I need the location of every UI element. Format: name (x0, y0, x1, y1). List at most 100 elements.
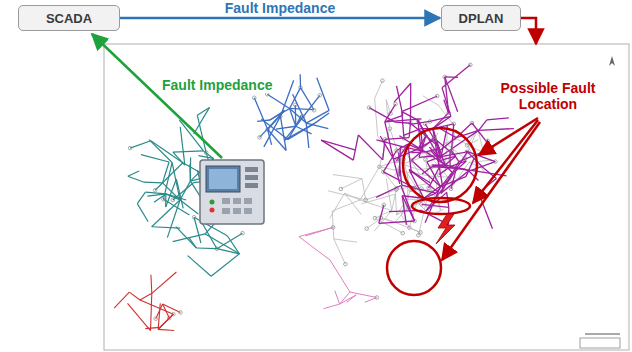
feeder-line (393, 159, 399, 184)
map-frame (104, 44, 629, 350)
feeder-line (353, 135, 358, 160)
feeder-line (285, 117, 304, 141)
feeder-line (190, 157, 191, 181)
device-key (222, 198, 230, 204)
feeder-line (335, 291, 340, 304)
box-label: DPLAN (451, 11, 512, 26)
feeder-line (299, 227, 333, 236)
feeder-line (299, 237, 330, 260)
fault-ellipse (412, 198, 470, 214)
feeder-line (365, 298, 377, 303)
device-key (222, 208, 230, 214)
substation-symbol (365, 227, 369, 231)
substation-symbol (241, 231, 245, 235)
feeder-line (315, 113, 330, 123)
device-key (233, 208, 241, 214)
substation-symbol (394, 102, 398, 106)
feeder-line (358, 135, 382, 160)
red-pointer-arrow (473, 120, 538, 203)
feeder-line (431, 150, 452, 172)
feeder-line (295, 105, 297, 126)
substation-symbol (318, 94, 322, 98)
map-legend-box (580, 338, 620, 348)
feeder-line (451, 124, 453, 152)
substation-symbol (153, 188, 157, 192)
flow-label: Fault Impedance (160, 77, 274, 93)
feeder-line (285, 123, 315, 140)
feeder-line (437, 154, 443, 189)
data-flow-arrow (120, 17, 440, 20)
feeder-line (321, 140, 353, 160)
feeder-line (280, 80, 293, 116)
feeder-line (194, 107, 210, 134)
feeder-line (411, 151, 425, 153)
device-body (200, 160, 264, 224)
edge-label: Fault Impedance (223, 0, 337, 16)
feeder-line (379, 205, 384, 224)
substation-symbol (401, 231, 405, 235)
feeder-line (158, 314, 173, 329)
feeder-line (333, 175, 362, 179)
substation-symbol (301, 115, 305, 119)
feeder-line (189, 164, 191, 181)
feeder-line (399, 152, 402, 185)
feeder-line (301, 88, 315, 111)
feeder-line (227, 236, 239, 254)
device-screen (206, 166, 240, 192)
device-led (210, 200, 215, 205)
feeder-line (345, 193, 362, 215)
feeder-line (419, 140, 435, 148)
feeder-line (426, 148, 440, 151)
relay-device (200, 160, 264, 224)
substation-symbol (450, 149, 454, 153)
substation-symbol (154, 317, 158, 321)
feeder-line (376, 140, 400, 146)
feeder-line (163, 163, 172, 200)
device-key (244, 208, 252, 214)
feeder-line (280, 116, 286, 150)
substation-symbol (382, 203, 386, 207)
feeder-line (254, 98, 267, 130)
feeder-line (128, 171, 139, 176)
feeder-line (451, 171, 456, 189)
feeder-line (379, 221, 415, 223)
feeder-line (410, 123, 438, 146)
feeder-line (409, 170, 430, 183)
feeder-line (386, 100, 390, 114)
feeder-line (347, 295, 357, 302)
feeder-line (332, 200, 360, 211)
callout-label: Possible Fault Location (488, 80, 608, 112)
substation-symbol (427, 186, 431, 190)
substation-symbol (344, 262, 348, 266)
feeder-line (321, 140, 356, 150)
feeder-line (129, 292, 140, 300)
fault-circle (403, 128, 477, 202)
substation-symbol (258, 136, 262, 140)
feeder-line (445, 76, 458, 78)
feeder-line (180, 181, 190, 200)
feeder-line (156, 304, 163, 319)
feeder-line (402, 96, 437, 112)
substation-symbol (486, 139, 490, 143)
feeder-line (150, 275, 152, 294)
feeder-line (487, 118, 509, 120)
feeder-line (466, 158, 474, 177)
substation-symbol (449, 187, 453, 191)
feeder-line (375, 81, 383, 99)
substation-symbol (433, 138, 437, 142)
substation-symbol (367, 106, 371, 110)
feeder-line (402, 185, 436, 193)
feeder-line (143, 181, 162, 183)
feeder-line (386, 179, 391, 211)
red-pointer-arrow (442, 122, 540, 260)
feeder-line (385, 115, 403, 121)
feeder-line (114, 292, 129, 308)
substation-symbol (420, 203, 424, 207)
feeder-line (340, 295, 357, 304)
feeder-line (173, 234, 206, 242)
substation-symbol (171, 198, 175, 202)
feeder-line (440, 156, 456, 160)
feeder-line (441, 125, 448, 159)
